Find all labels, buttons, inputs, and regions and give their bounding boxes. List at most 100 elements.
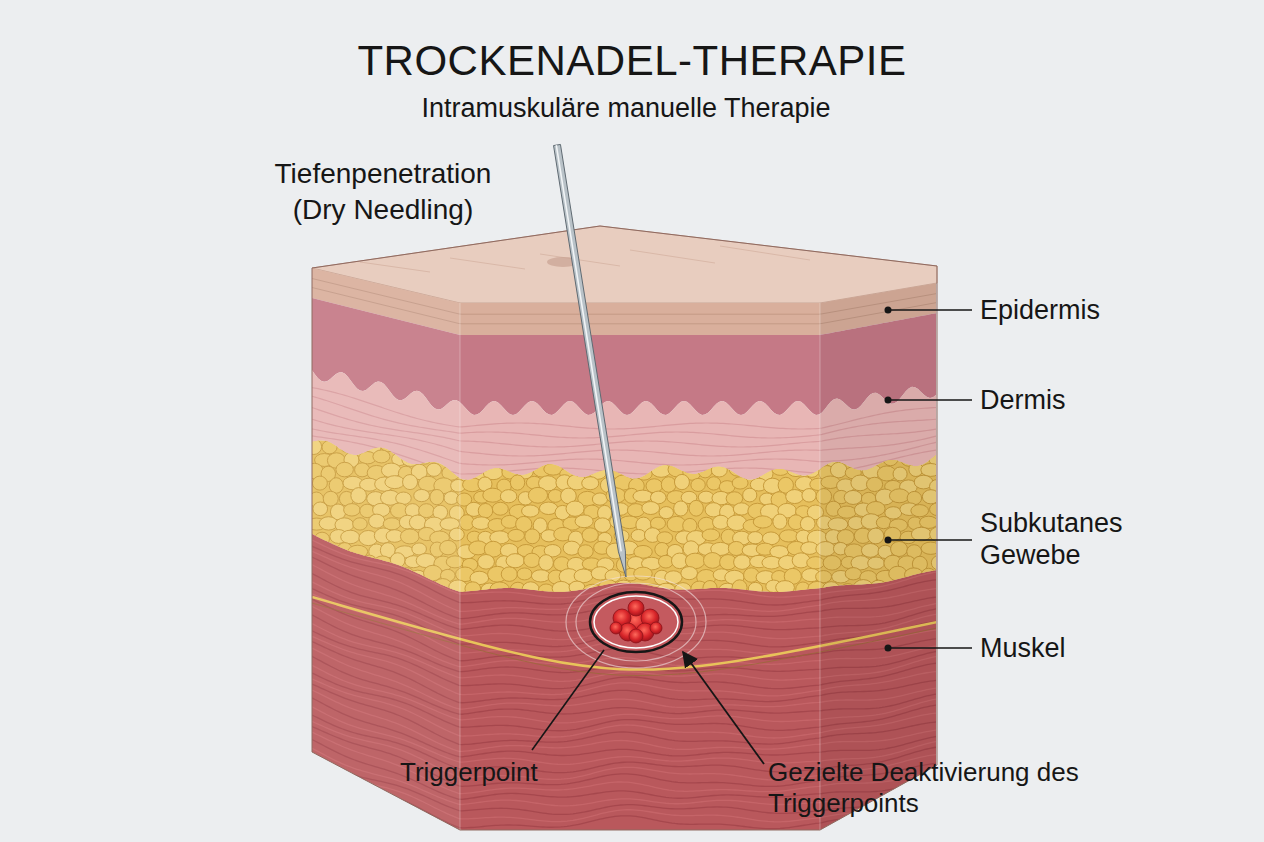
fat-cell bbox=[779, 530, 798, 542]
fat-cell bbox=[750, 425, 766, 437]
fat-cell bbox=[734, 555, 751, 570]
fat-cell bbox=[554, 449, 570, 465]
fat-cell bbox=[518, 439, 533, 453]
fat-cell bbox=[655, 542, 669, 556]
leader-line bbox=[888, 399, 972, 401]
fat-cell bbox=[642, 502, 660, 515]
fat-cell bbox=[691, 478, 705, 491]
fat-cell bbox=[567, 427, 585, 440]
skin-texture bbox=[360, 262, 430, 272]
fat-cell bbox=[786, 490, 804, 504]
fat-cell bbox=[506, 554, 524, 568]
effect-label: Gezielte Deaktivierung des Triggerpoints bbox=[768, 757, 1080, 819]
fat-cell bbox=[786, 438, 801, 451]
fat-cell bbox=[621, 437, 638, 451]
fat-cell bbox=[472, 437, 487, 453]
fat-cell bbox=[492, 502, 508, 515]
fat-cell bbox=[717, 426, 733, 438]
fat-cell bbox=[698, 462, 713, 477]
fat-cell bbox=[579, 438, 594, 451]
leader-line bbox=[888, 309, 972, 311]
leader-line bbox=[888, 539, 972, 541]
fat-cell bbox=[525, 529, 540, 544]
fat-cell bbox=[538, 584, 554, 597]
fat-cell bbox=[703, 580, 717, 595]
fat-cell bbox=[674, 474, 689, 489]
fat-cell bbox=[661, 477, 676, 493]
fat-cell bbox=[773, 514, 787, 529]
needle-figure bbox=[547, 144, 626, 577]
fat-cell bbox=[688, 424, 704, 439]
leader-line bbox=[888, 647, 972, 649]
fat-cell bbox=[805, 465, 819, 477]
fat-cell bbox=[712, 439, 726, 454]
fat-cell bbox=[531, 570, 550, 582]
fat-cell bbox=[522, 505, 540, 517]
fat-cell bbox=[495, 450, 514, 465]
fat-cell bbox=[523, 452, 543, 468]
fat-cell bbox=[763, 452, 780, 467]
fat-cell bbox=[566, 501, 584, 516]
fat-cell bbox=[748, 532, 763, 544]
fat-cell bbox=[797, 449, 812, 464]
fat-cell bbox=[712, 596, 729, 608]
block-edge bbox=[459, 303, 460, 830]
fat-cell bbox=[510, 475, 524, 490]
fat-cell bbox=[695, 595, 714, 607]
fat-cell bbox=[637, 440, 654, 452]
fat-cell bbox=[734, 426, 750, 442]
fat-cell bbox=[800, 438, 819, 452]
fat-cell bbox=[674, 501, 688, 516]
fat-cell bbox=[507, 450, 523, 464]
fat-cell bbox=[772, 463, 790, 476]
fat-cell bbox=[800, 517, 815, 531]
fat-cell bbox=[729, 462, 746, 476]
effect-ring bbox=[576, 583, 696, 661]
fat-cell bbox=[653, 438, 667, 452]
fat-cell bbox=[578, 545, 593, 558]
fat-cell bbox=[540, 427, 559, 442]
fat-cell bbox=[701, 424, 719, 436]
fat-cell bbox=[489, 439, 505, 453]
fat-cell bbox=[478, 449, 495, 464]
fat-cell bbox=[658, 450, 673, 463]
fat-cell bbox=[725, 441, 743, 454]
fat-cell bbox=[702, 529, 720, 541]
fat-cell bbox=[773, 597, 789, 610]
fat-cell bbox=[733, 503, 749, 515]
side-shade bbox=[820, 283, 937, 830]
fat-cell bbox=[779, 451, 798, 466]
fat-cell bbox=[787, 463, 805, 477]
fat-cell bbox=[474, 594, 488, 606]
fat-cell bbox=[636, 467, 653, 480]
fat-cell bbox=[575, 515, 593, 528]
fat-cell bbox=[477, 423, 493, 438]
triggerpoint-knot bbox=[610, 622, 622, 634]
fat-cell bbox=[643, 428, 658, 440]
fat-cell bbox=[582, 528, 598, 542]
fat-cell bbox=[665, 571, 682, 584]
fat-cell bbox=[533, 438, 550, 452]
fat-cell bbox=[582, 477, 599, 490]
needle bbox=[554, 144, 626, 577]
layer-label: Subkutanes Gewebe bbox=[980, 507, 1155, 572]
triggerpoint-outline bbox=[594, 596, 678, 648]
fat-cell bbox=[483, 488, 503, 502]
fat-cell bbox=[802, 489, 816, 502]
fat-cell bbox=[567, 450, 583, 465]
fat-cell bbox=[703, 553, 721, 569]
fat-cell bbox=[720, 451, 735, 467]
layer-label: Muskel bbox=[980, 632, 1200, 664]
fat-cell bbox=[615, 453, 633, 467]
fat-cell bbox=[795, 424, 810, 440]
fat-cell bbox=[754, 437, 771, 451]
fat-cell bbox=[496, 425, 513, 439]
fat-cell bbox=[711, 463, 727, 477]
block-outline bbox=[312, 226, 937, 830]
fat-cell bbox=[633, 490, 652, 502]
fat-cell bbox=[517, 568, 532, 580]
block-edge bbox=[819, 303, 820, 830]
fat-cell bbox=[631, 529, 646, 541]
fat-cell bbox=[672, 450, 690, 463]
layer-label: Epidermis bbox=[980, 294, 1200, 326]
